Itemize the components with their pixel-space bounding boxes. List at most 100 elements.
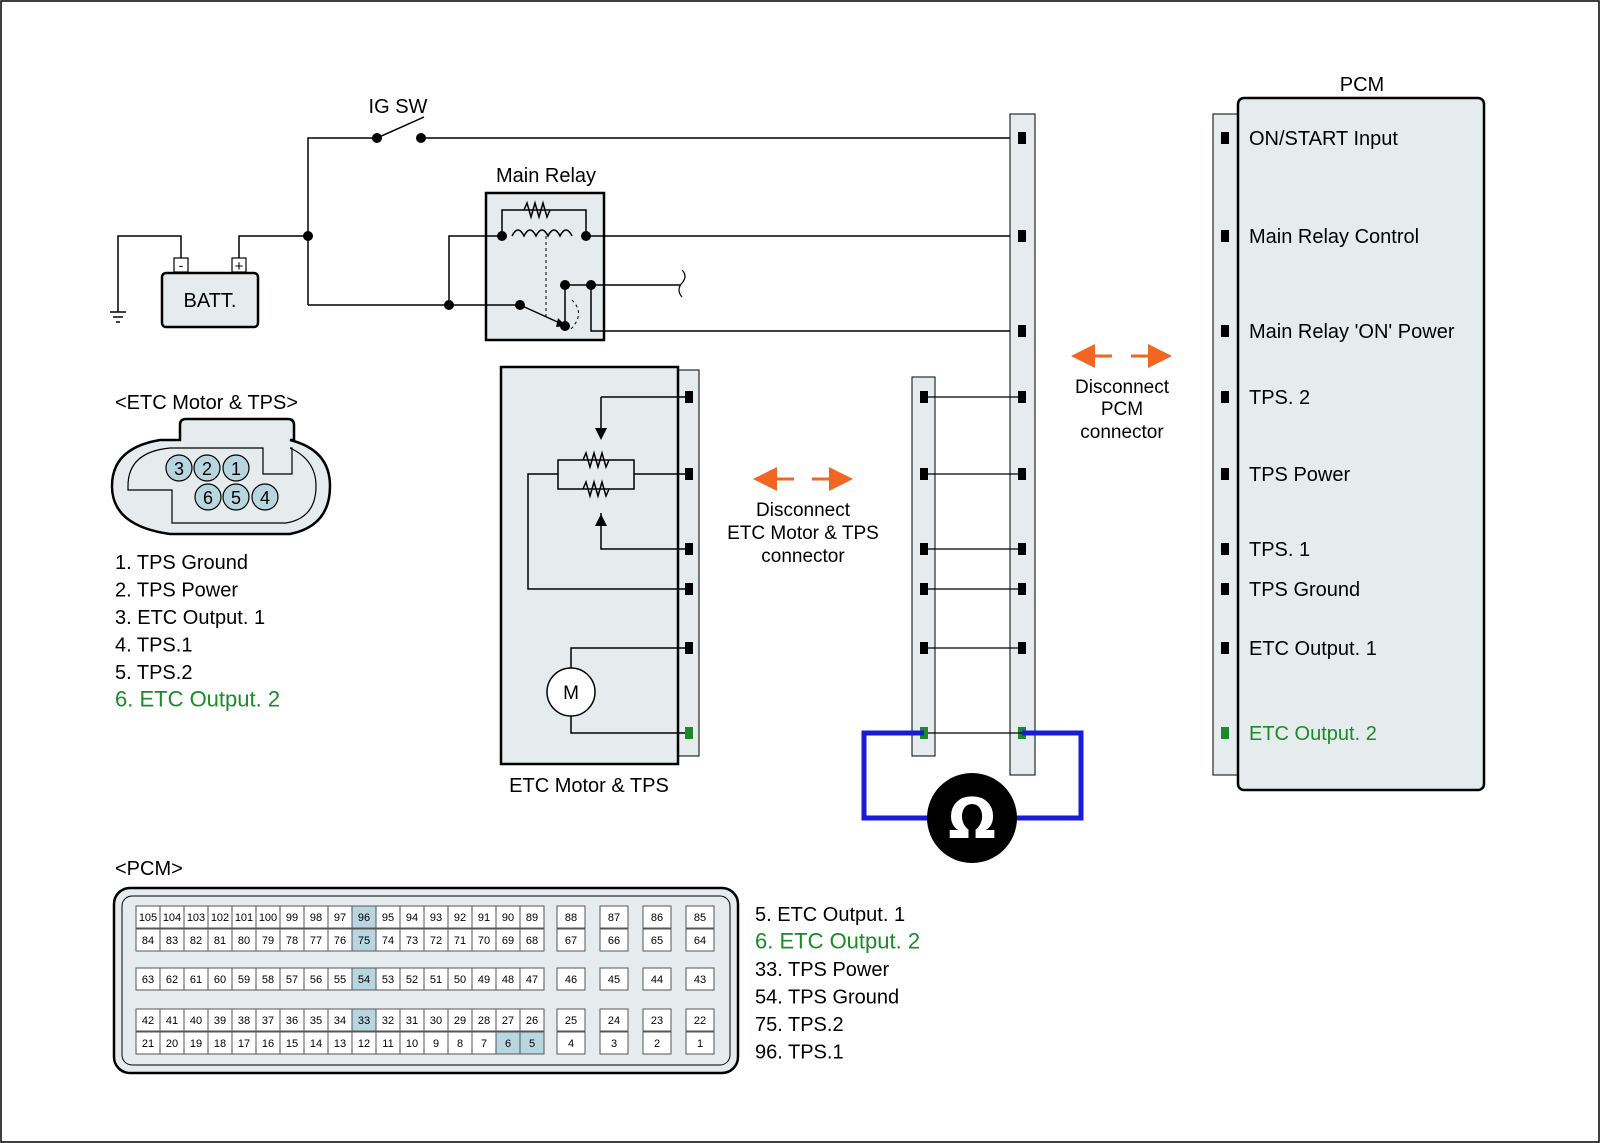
motor-symbol: M (563, 683, 579, 704)
pcm-connector-cell-label: 24 (608, 1015, 620, 1027)
pcm-connector-cell-label: 74 (382, 935, 394, 947)
pcm-connector-cell-label: 78 (286, 935, 298, 947)
pcm-connector-title: <PCM> (115, 858, 183, 880)
pcm-connector-cell (556, 928, 586, 952)
etc-pin-list-item: 2. TPS Power (115, 580, 238, 602)
etc-pin-number: 3 (174, 459, 184, 479)
pcm-connector-cell (599, 1008, 629, 1032)
pcm-connector-cell-label: 35 (310, 1015, 322, 1027)
pcm-pin-marker (1221, 727, 1229, 739)
pcm-connector-cell (519, 928, 545, 952)
pcm-connector-cell-label: 75 (358, 935, 370, 947)
pcm-connector-cell (642, 1031, 672, 1055)
etc-pin-list-item: 1. TPS Ground (115, 552, 248, 574)
pcm-connector-cell-label: 10 (406, 1038, 418, 1050)
etc-connector-title: <ETC Motor & TPS> (115, 392, 298, 414)
pcm-pin-marker (1221, 642, 1229, 654)
pcm-pin-label: ETC Output. 2 (1249, 723, 1377, 745)
pcm-connector-cell (642, 1008, 672, 1032)
etc-pin-number: 5 (231, 488, 241, 508)
etc-pin-circle (193, 454, 221, 482)
pcm-connector-cell-label: 11 (382, 1038, 393, 1050)
pcm-connector-cell-label: 90 (502, 912, 514, 924)
pcm-connector-cell (556, 1031, 586, 1055)
pcm-connector-cell-label: 80 (238, 935, 250, 947)
pcm-connector-cell-label: 31 (406, 1015, 418, 1027)
pcm-connector-cell (556, 905, 586, 929)
pcm-connector-cell-label: 9 (433, 1038, 439, 1050)
pcm-connector-cell-label: 32 (382, 1015, 394, 1027)
pcm-connector-cell (556, 1008, 586, 1032)
ground-icon (110, 235, 182, 323)
pcm-connector-cell-label: 104 (163, 912, 181, 924)
pcm-connector-cell-label: 87 (608, 912, 620, 924)
etc-component-pin (685, 642, 693, 654)
pcm-connector-cell (519, 1008, 545, 1032)
pcm-connector-cell-label: 37 (262, 1015, 274, 1027)
battery-label: BATT. (184, 290, 237, 312)
motor-icon: M (546, 667, 596, 717)
pcm-connector-cell-label: 38 (238, 1015, 250, 1027)
pcm-connector-cell-label: 69 (502, 935, 514, 947)
pcm-connector-cell-label: 98 (310, 912, 322, 924)
main-relay: Main Relay (484, 165, 606, 342)
pcm-pin-list: 5. ETC Output. 16. ETC Output. 233. TPS … (755, 904, 920, 1064)
etc-pin-circle (251, 483, 279, 511)
pcm-pin-marker (1221, 543, 1229, 555)
pcm-pin-list-item: 33. TPS Power (755, 959, 889, 981)
battery: - + BATT. (160, 257, 260, 329)
pcm-connector-cell-label: 64 (694, 935, 706, 947)
etc-pin-circle (222, 483, 250, 511)
pcm-connector-cell-label: 81 (214, 935, 226, 947)
pcm-pin-label: TPS. 2 (1249, 387, 1310, 409)
disconnect-etc-annotation: Disconnect ETC Motor & TPS connector (727, 467, 879, 567)
pcm-connector-cell-label: 57 (286, 974, 298, 986)
etc-pin-number: 2 (202, 459, 212, 479)
pcm-connector-cell-label: 52 (406, 974, 418, 986)
pcm-connector-cell (599, 928, 629, 952)
pcm-connector-cell (599, 905, 629, 929)
ig-sw-label: IG SW (369, 96, 428, 118)
pcm-connector-cell-label: 73 (406, 935, 418, 947)
pcm-connector-cell-label: 65 (651, 935, 663, 947)
etc-component-pin (685, 543, 693, 555)
pcm-connector-cell-label: 16 (262, 1038, 274, 1050)
disconnect-etc-line1: Disconnect (756, 500, 851, 521)
etc-pin-number: 1 (231, 459, 241, 479)
pcm-connector-cell-label: 67 (565, 935, 577, 947)
pcm-connector-cell-label: 84 (142, 935, 154, 947)
pcm-pin-label: Main Relay Control (1249, 226, 1419, 248)
pcm-connector-cell-label: 61 (190, 974, 202, 986)
pcm-connector-cell-label: 26 (526, 1015, 538, 1027)
pcm-connector-cell-label: 28 (478, 1015, 490, 1027)
pcm-connector-cell-label: 103 (187, 912, 205, 924)
etc-pin-number: 4 (260, 488, 270, 508)
main-relay-label: Main Relay (496, 165, 596, 187)
pcm-connector-cell-label: 53 (382, 974, 394, 986)
pcm-connector-cell-label: 47 (526, 974, 538, 986)
pcm-connector-cell-label: 102 (211, 912, 229, 924)
pcm-connector-cell (642, 905, 672, 929)
pcm-pin-marker (1221, 391, 1229, 403)
pcm-connector-cell (599, 1031, 629, 1055)
pcm-connector-cell (642, 967, 672, 991)
disconnect-pcm-annotation: Disconnect PCM connector (1071, 344, 1172, 443)
pcm-connector-cell-label: 18 (214, 1038, 226, 1050)
pcm-connector-cell-label: 92 (454, 912, 466, 924)
pcm-connector-cell-label: 86 (651, 912, 663, 924)
pcm-pin-label: Main Relay 'ON' Power (1249, 321, 1455, 343)
ohm-icon: Ω (948, 787, 996, 852)
pcm-connector-cell-label: 79 (262, 935, 274, 947)
harness-pcm-pin (1018, 230, 1026, 242)
pcm-connector-cell-label: 83 (166, 935, 178, 947)
etc-component-pin (685, 391, 693, 403)
pcm-connector-cell-label: 68 (526, 935, 538, 947)
pcm-connector-cell-label: 93 (430, 912, 442, 924)
pcm-connector-cell-label: 72 (430, 935, 442, 947)
pcm-connector-cell-label: 101 (235, 912, 253, 924)
etc-pin-list-item: 5. TPS.2 (115, 662, 192, 684)
